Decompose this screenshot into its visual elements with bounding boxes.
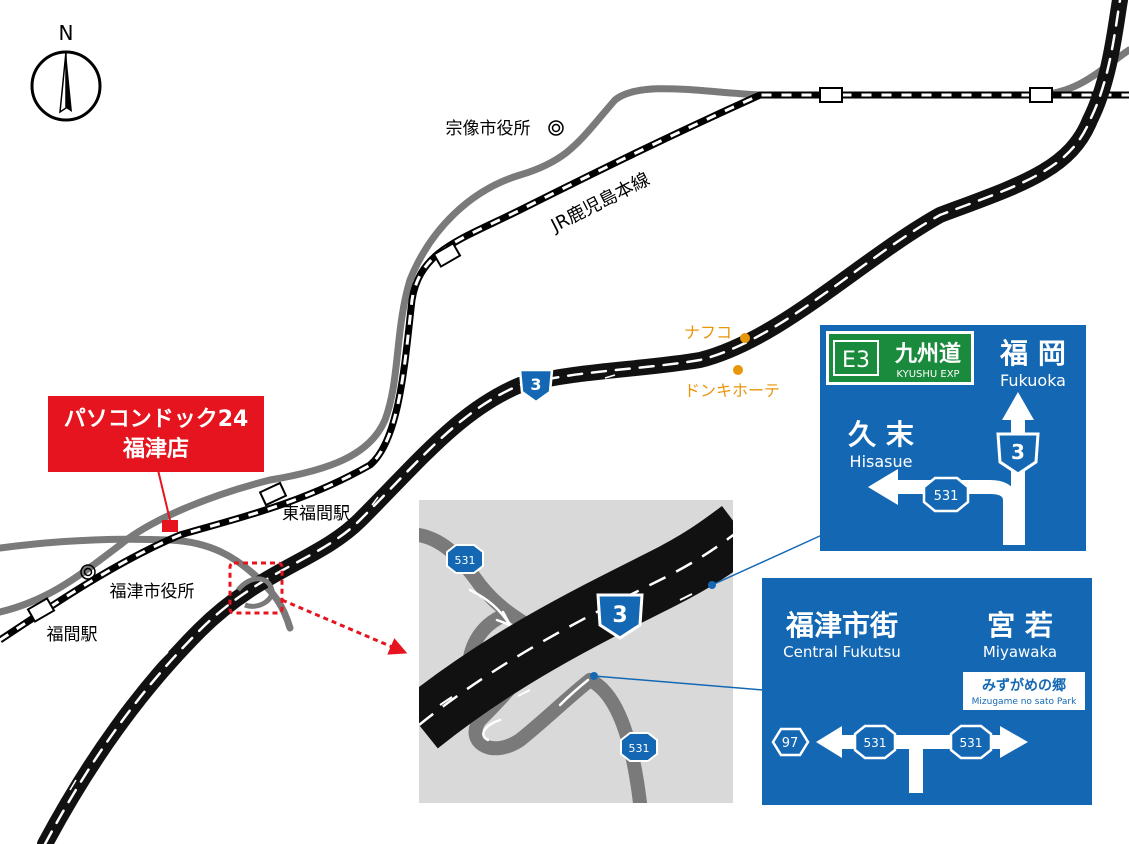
highway-direction-marks <box>69 374 616 791</box>
interchange-inset: 531 531 3 <box>419 500 733 803</box>
hisasue-en: Hisasue <box>850 452 913 471</box>
station-markers <box>26 87 1053 623</box>
fukutsu-city-hall-symbol <box>80 564 96 580</box>
park-en: Mizugame no sato Park <box>972 697 1077 707</box>
label-munakata-city-hall: 宗像市役所 <box>446 119 531 139</box>
label-nafco: ナフコ <box>684 323 732 342</box>
top-sign-route-3-shield: 3 <box>996 432 1040 476</box>
direction-sign-top: E3 九州道 KYUSHU EXP 福 岡 Fukuoka 久 末 Hisasu… <box>820 325 1086 551</box>
station-box-higashi-fukuma <box>258 481 288 507</box>
svg-text:531: 531 <box>864 736 887 750</box>
route-531-shield-inset-top: 531 <box>446 544 484 574</box>
svg-text:531: 531 <box>934 489 959 504</box>
munakata-city-hall-symbol <box>548 120 564 136</box>
fukuoka-jp: 福 岡 <box>999 337 1066 370</box>
svg-text:97: 97 <box>782 736 799 751</box>
station-box-tougou <box>819 87 843 103</box>
label-fukuma-station: 福間駅 <box>47 625 98 645</box>
bottom-sign-route-531-right-shield: 531 <box>949 724 993 760</box>
store-name: パソコンドック24 <box>64 407 249 432</box>
bottom-sign-route-97-shield: 97 <box>771 727 810 757</box>
sign-connector-top <box>711 534 823 586</box>
miyawaka-en: Miyawaka <box>983 643 1057 661</box>
top-sign-route-531-shield: 531 <box>922 476 970 513</box>
route-3-highway <box>37 0 1128 844</box>
station-box-akama <box>432 242 462 268</box>
north-compass: N <box>30 21 102 122</box>
donki-marker <box>733 365 743 375</box>
interchange-highlight-box <box>228 561 284 615</box>
route-531-shield-inset-bottom: 531 <box>620 732 658 762</box>
station-box-fukuma <box>26 597 56 623</box>
store-marker <box>162 520 178 532</box>
svg-text:531: 531 <box>629 742 650 755</box>
gray-road-north <box>0 46 1129 616</box>
park-jp: みずがめの郷 <box>982 677 1066 694</box>
e3-sub: KYUSHU EXP <box>896 369 959 380</box>
label-higashi-fukuma-station: 東福間駅 <box>282 504 350 524</box>
hisasue-jp: 久 末 <box>848 418 914 451</box>
svg-text:3: 3 <box>1011 440 1025 464</box>
miyawaka-jp: 宮 若 <box>987 609 1053 642</box>
e3-code: E3 <box>842 348 870 373</box>
svg-text:3: 3 <box>612 603 627 628</box>
svg-text:531: 531 <box>960 736 983 750</box>
route-3-shield-label: 3 <box>530 375 541 394</box>
central-jp: 福津市街 <box>785 609 898 642</box>
label-fukutsu-city-hall: 福津市役所 <box>110 582 195 602</box>
svg-text:531: 531 <box>455 554 476 567</box>
bottom-sign-route-531-left-shield: 531 <box>853 724 897 760</box>
store-label: パソコンドック24 福津店 <box>48 396 264 472</box>
fukuoka-en: Fukuoka <box>1000 371 1066 390</box>
store-pointer-line <box>157 469 171 521</box>
route-3-shield-map: 3 <box>518 368 554 404</box>
interchange-zoom-arrow <box>281 598 408 655</box>
sign-connector-bottom <box>593 675 764 691</box>
north-label: N <box>59 21 74 45</box>
nafco-marker <box>740 333 750 343</box>
direction-sign-bottom: 福津市街 Central Fukutsu 宮 若 Miyawaka みずがめの郷… <box>762 578 1092 805</box>
central-en: Central Fukutsu <box>783 643 901 661</box>
label-jr-line: JR鹿児島本線 <box>547 169 654 237</box>
e3-name: 九州道 <box>894 341 961 367</box>
interchange-small <box>236 576 275 609</box>
store-branch: 福津店 <box>122 436 189 462</box>
route-3-shield-inset: 3 <box>596 593 644 640</box>
label-donki: ドンキホーテ <box>684 381 780 400</box>
jr-railway <box>0 91 1129 643</box>
station-box-kyoikudai <box>1029 87 1053 103</box>
